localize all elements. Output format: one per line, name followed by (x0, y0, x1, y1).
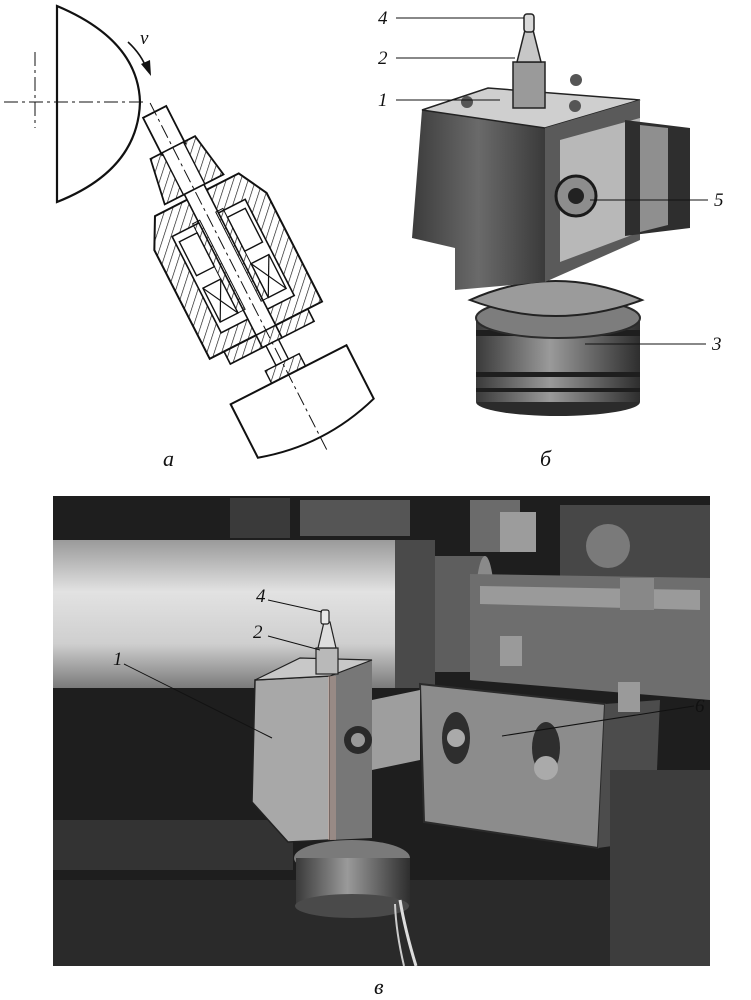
label-b-4: 4 (378, 8, 388, 29)
panel-b-caption: б (540, 446, 552, 471)
panel-b-photo: 4 2 1 5 3 б (378, 8, 724, 471)
label-v-2: 2 (253, 622, 263, 643)
label-b-2: 2 (378, 48, 388, 69)
panel-v-annotations: 4 2 1 6 в (113, 586, 705, 999)
panel-v-caption: в (374, 974, 384, 999)
label-b-3: 3 (711, 334, 722, 355)
velocity-label: v (140, 28, 149, 49)
label-v-6: 6 (695, 696, 705, 717)
holder-block-front (412, 110, 545, 290)
panel-a-diagram: v (4, 4, 375, 471)
probe-tip-photo (523, 13, 535, 33)
panel-a-caption: а (163, 446, 174, 471)
velocity-arrowhead (141, 60, 151, 76)
workpiece-section (55, 4, 142, 204)
probe-stem (512, 61, 546, 109)
label-b-1: 1 (378, 90, 388, 111)
assembly-axis (149, 102, 329, 454)
panel-v-photo (53, 496, 710, 966)
tool-holder-plate (418, 682, 607, 850)
label-v-1: 1 (113, 649, 123, 670)
label-b-5: 5 (714, 190, 724, 211)
label-v-4: 4 (256, 586, 266, 607)
probe-stem-photo (315, 647, 339, 675)
